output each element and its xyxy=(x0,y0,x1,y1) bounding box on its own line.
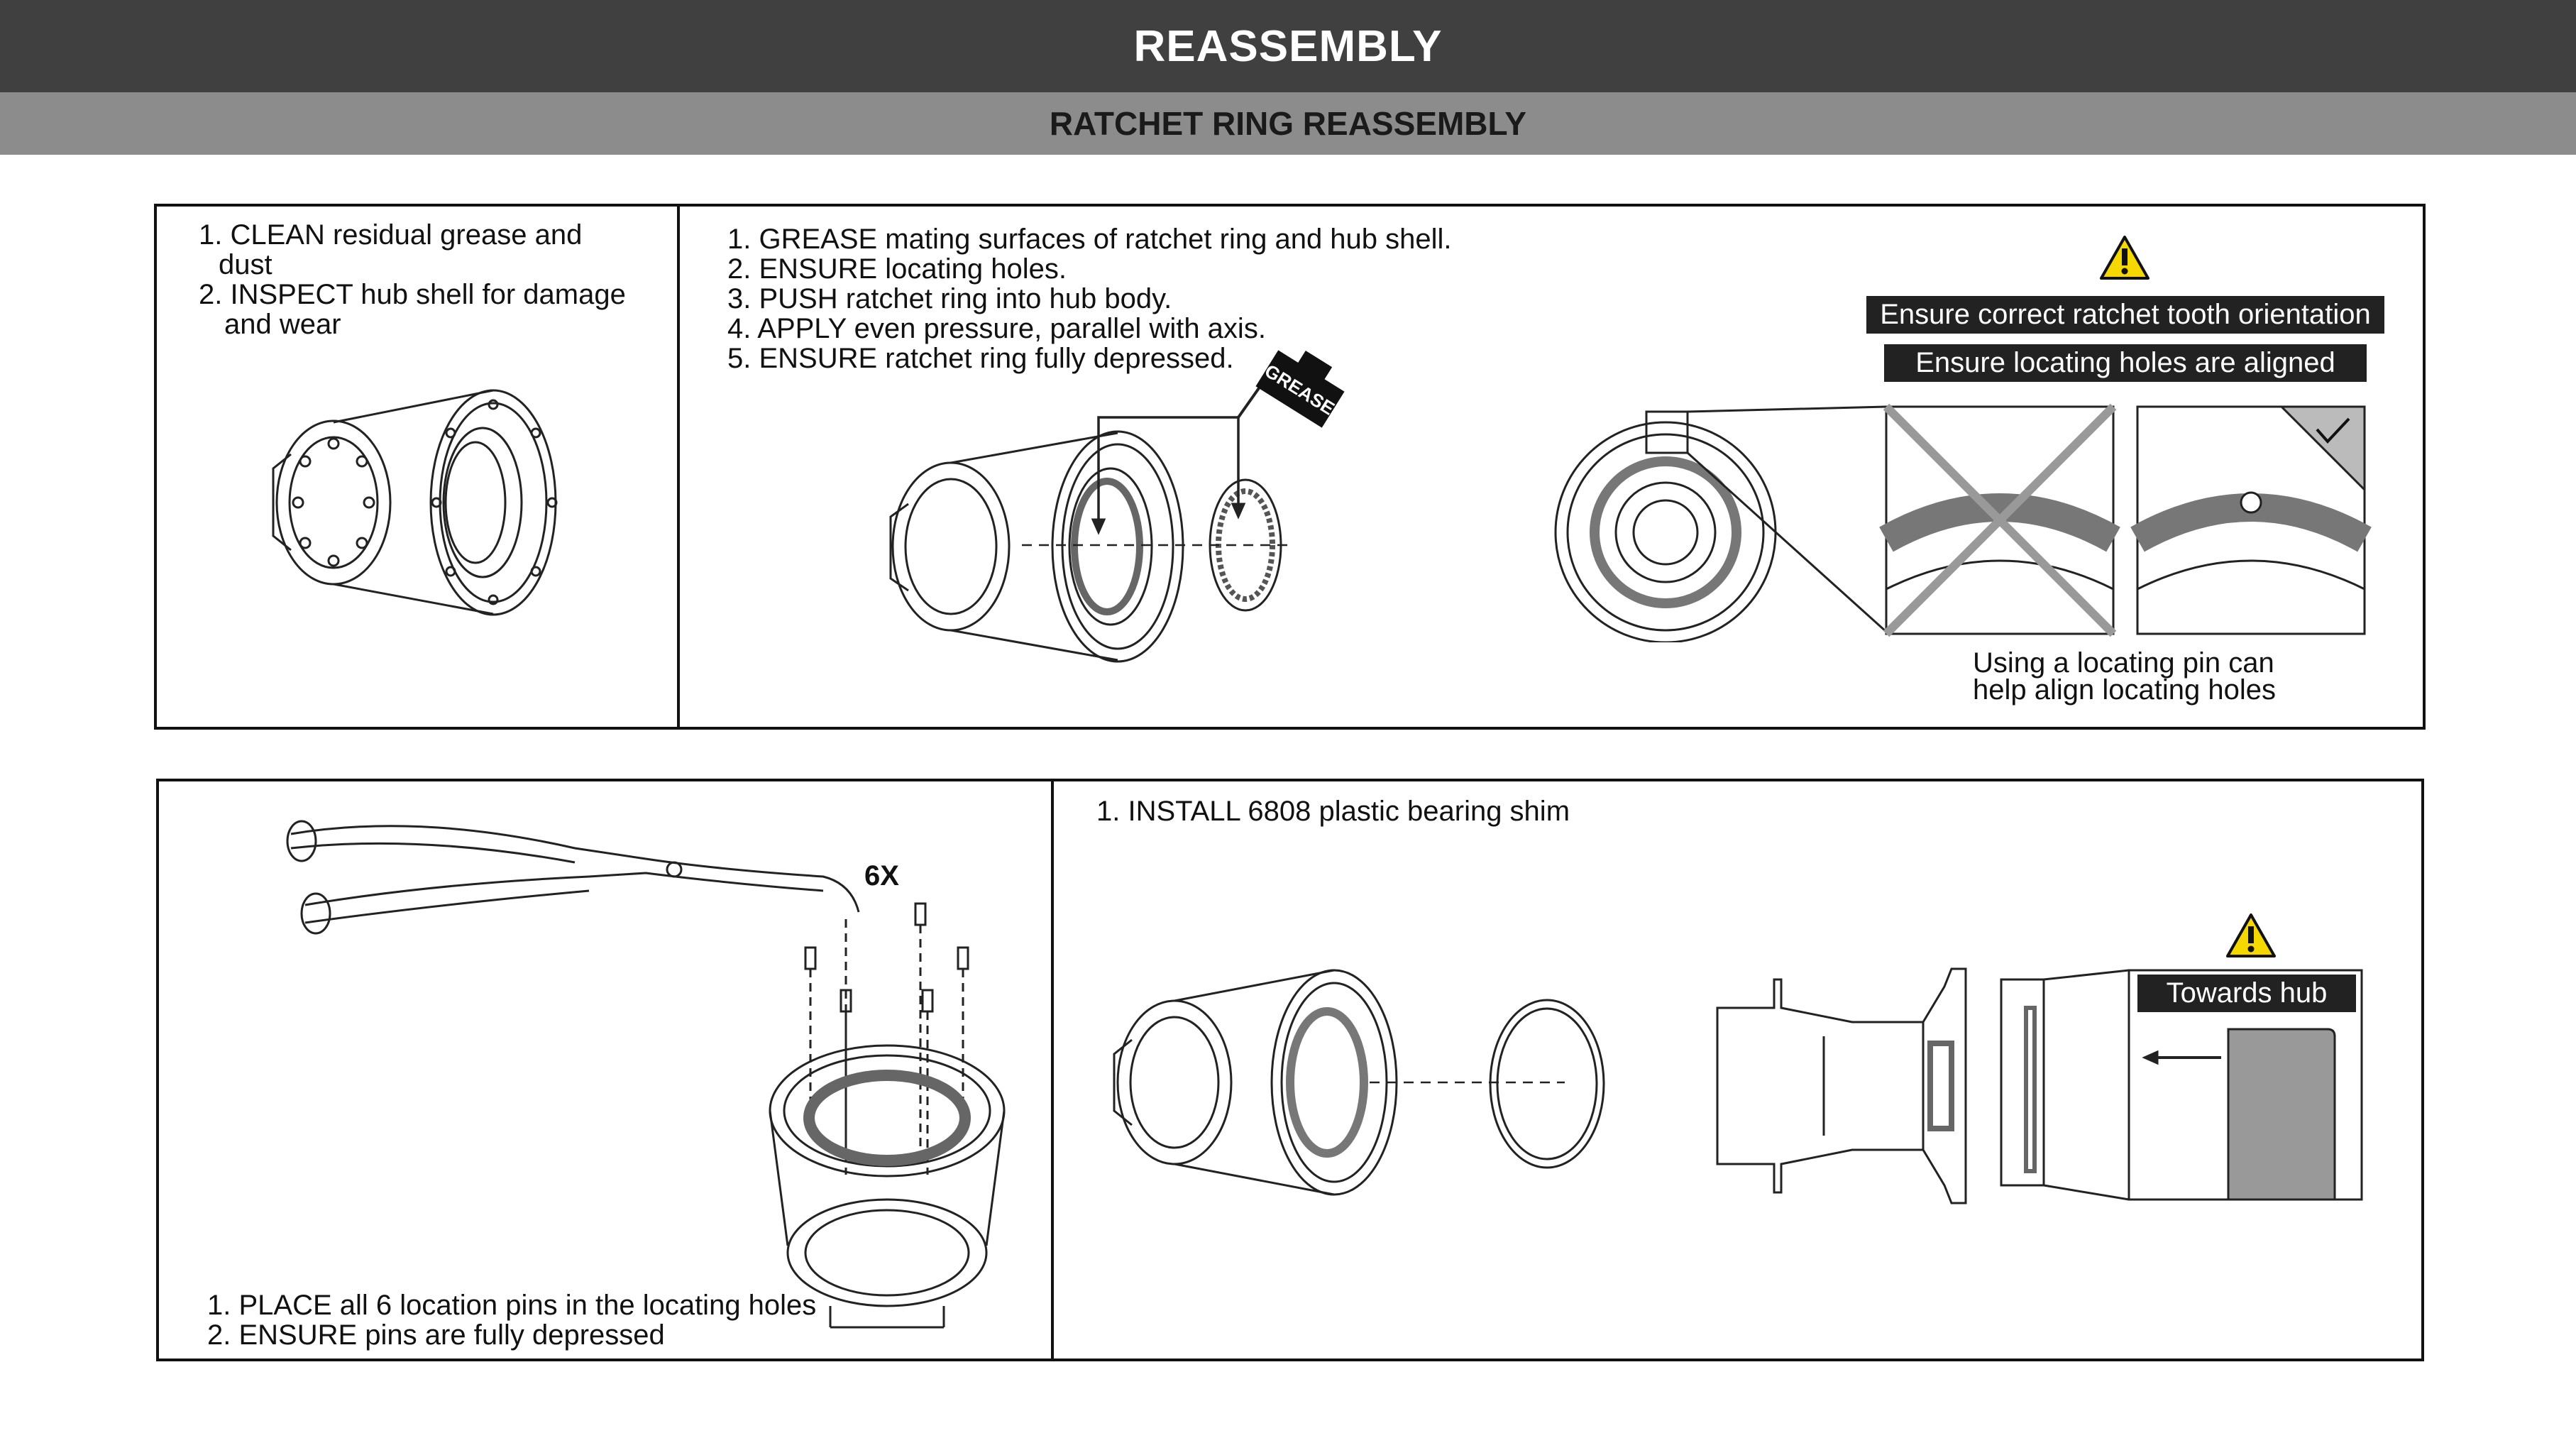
step-place-pins: 1. PLACE all 6 location pins in the loca… xyxy=(207,1290,817,1321)
step-push: 3. PUSH ratchet ring into hub body. xyxy=(727,283,1172,314)
ratchet-ring-install-illustration: GREASE xyxy=(889,350,1345,663)
step-inspect: 2. INSPECT hub shell for damage and wear xyxy=(199,279,626,340)
hub-cross-section-illustration xyxy=(1716,967,1967,1204)
step-clean: 1. CLEAN residual grease and dust xyxy=(199,219,583,280)
warning-icon xyxy=(2100,236,2150,280)
towards-hub-label: Towards hub xyxy=(2137,975,2356,1012)
panel1-divider xyxy=(677,204,680,730)
cleaning-steps: 1. CLEAN residual grease and dust 2. INS… xyxy=(199,220,626,339)
warning-icon-shim xyxy=(2226,913,2276,957)
shim-steps: 1. INSTALL 6808 plastic bearing shim xyxy=(1096,796,1570,826)
panel2-divider xyxy=(1051,779,1054,1361)
locating-pin-note: Using a locating pin can help align loca… xyxy=(1973,647,2276,706)
step-ensure-depressed: 5. ENSURE ratchet ring fully depressed. xyxy=(727,343,1234,374)
step-apply-pressure: 4. APPLY even pressure, parallel with ax… xyxy=(727,313,1266,344)
grease-steps: 1. GREASE mating surfaces of ratchet rin… xyxy=(727,224,1452,373)
section-title: RATCHET RING REASSEMBLY xyxy=(1049,105,1527,142)
pin-steps: 1. PLACE all 6 location pins in the loca… xyxy=(207,1290,816,1350)
holes-aligned-label: Ensure locating holes are aligned xyxy=(1884,344,2367,382)
pliers-pins-illustration xyxy=(286,820,1006,1329)
step-grease: 1. GREASE mating surfaces of ratchet rin… xyxy=(727,224,1452,255)
bearing-shim-illustration xyxy=(1113,969,1605,1196)
title-bar: REASSEMBLY xyxy=(0,0,2576,92)
pin-quantity-label: 6X xyxy=(864,860,899,891)
page-title: REASSEMBLY xyxy=(1133,21,1443,71)
subtitle-bar: RATCHET RING REASSEMBLY xyxy=(0,92,2576,155)
hub-face-zoom-illustration xyxy=(1554,403,2372,642)
grease-tube-icon: GREASE xyxy=(1255,350,1345,428)
step-ensure-pins: 2. ENSURE pins are fully depressed xyxy=(207,1319,665,1351)
hub-shell-illustration xyxy=(272,389,558,616)
step-install-shim: 1. INSTALL 6808 plastic bearing shim xyxy=(1096,796,1570,827)
tooth-orientation-label: Ensure correct ratchet tooth orientation xyxy=(1866,296,2384,334)
step-ensure-holes: 2. ENSURE locating holes. xyxy=(727,253,1067,285)
